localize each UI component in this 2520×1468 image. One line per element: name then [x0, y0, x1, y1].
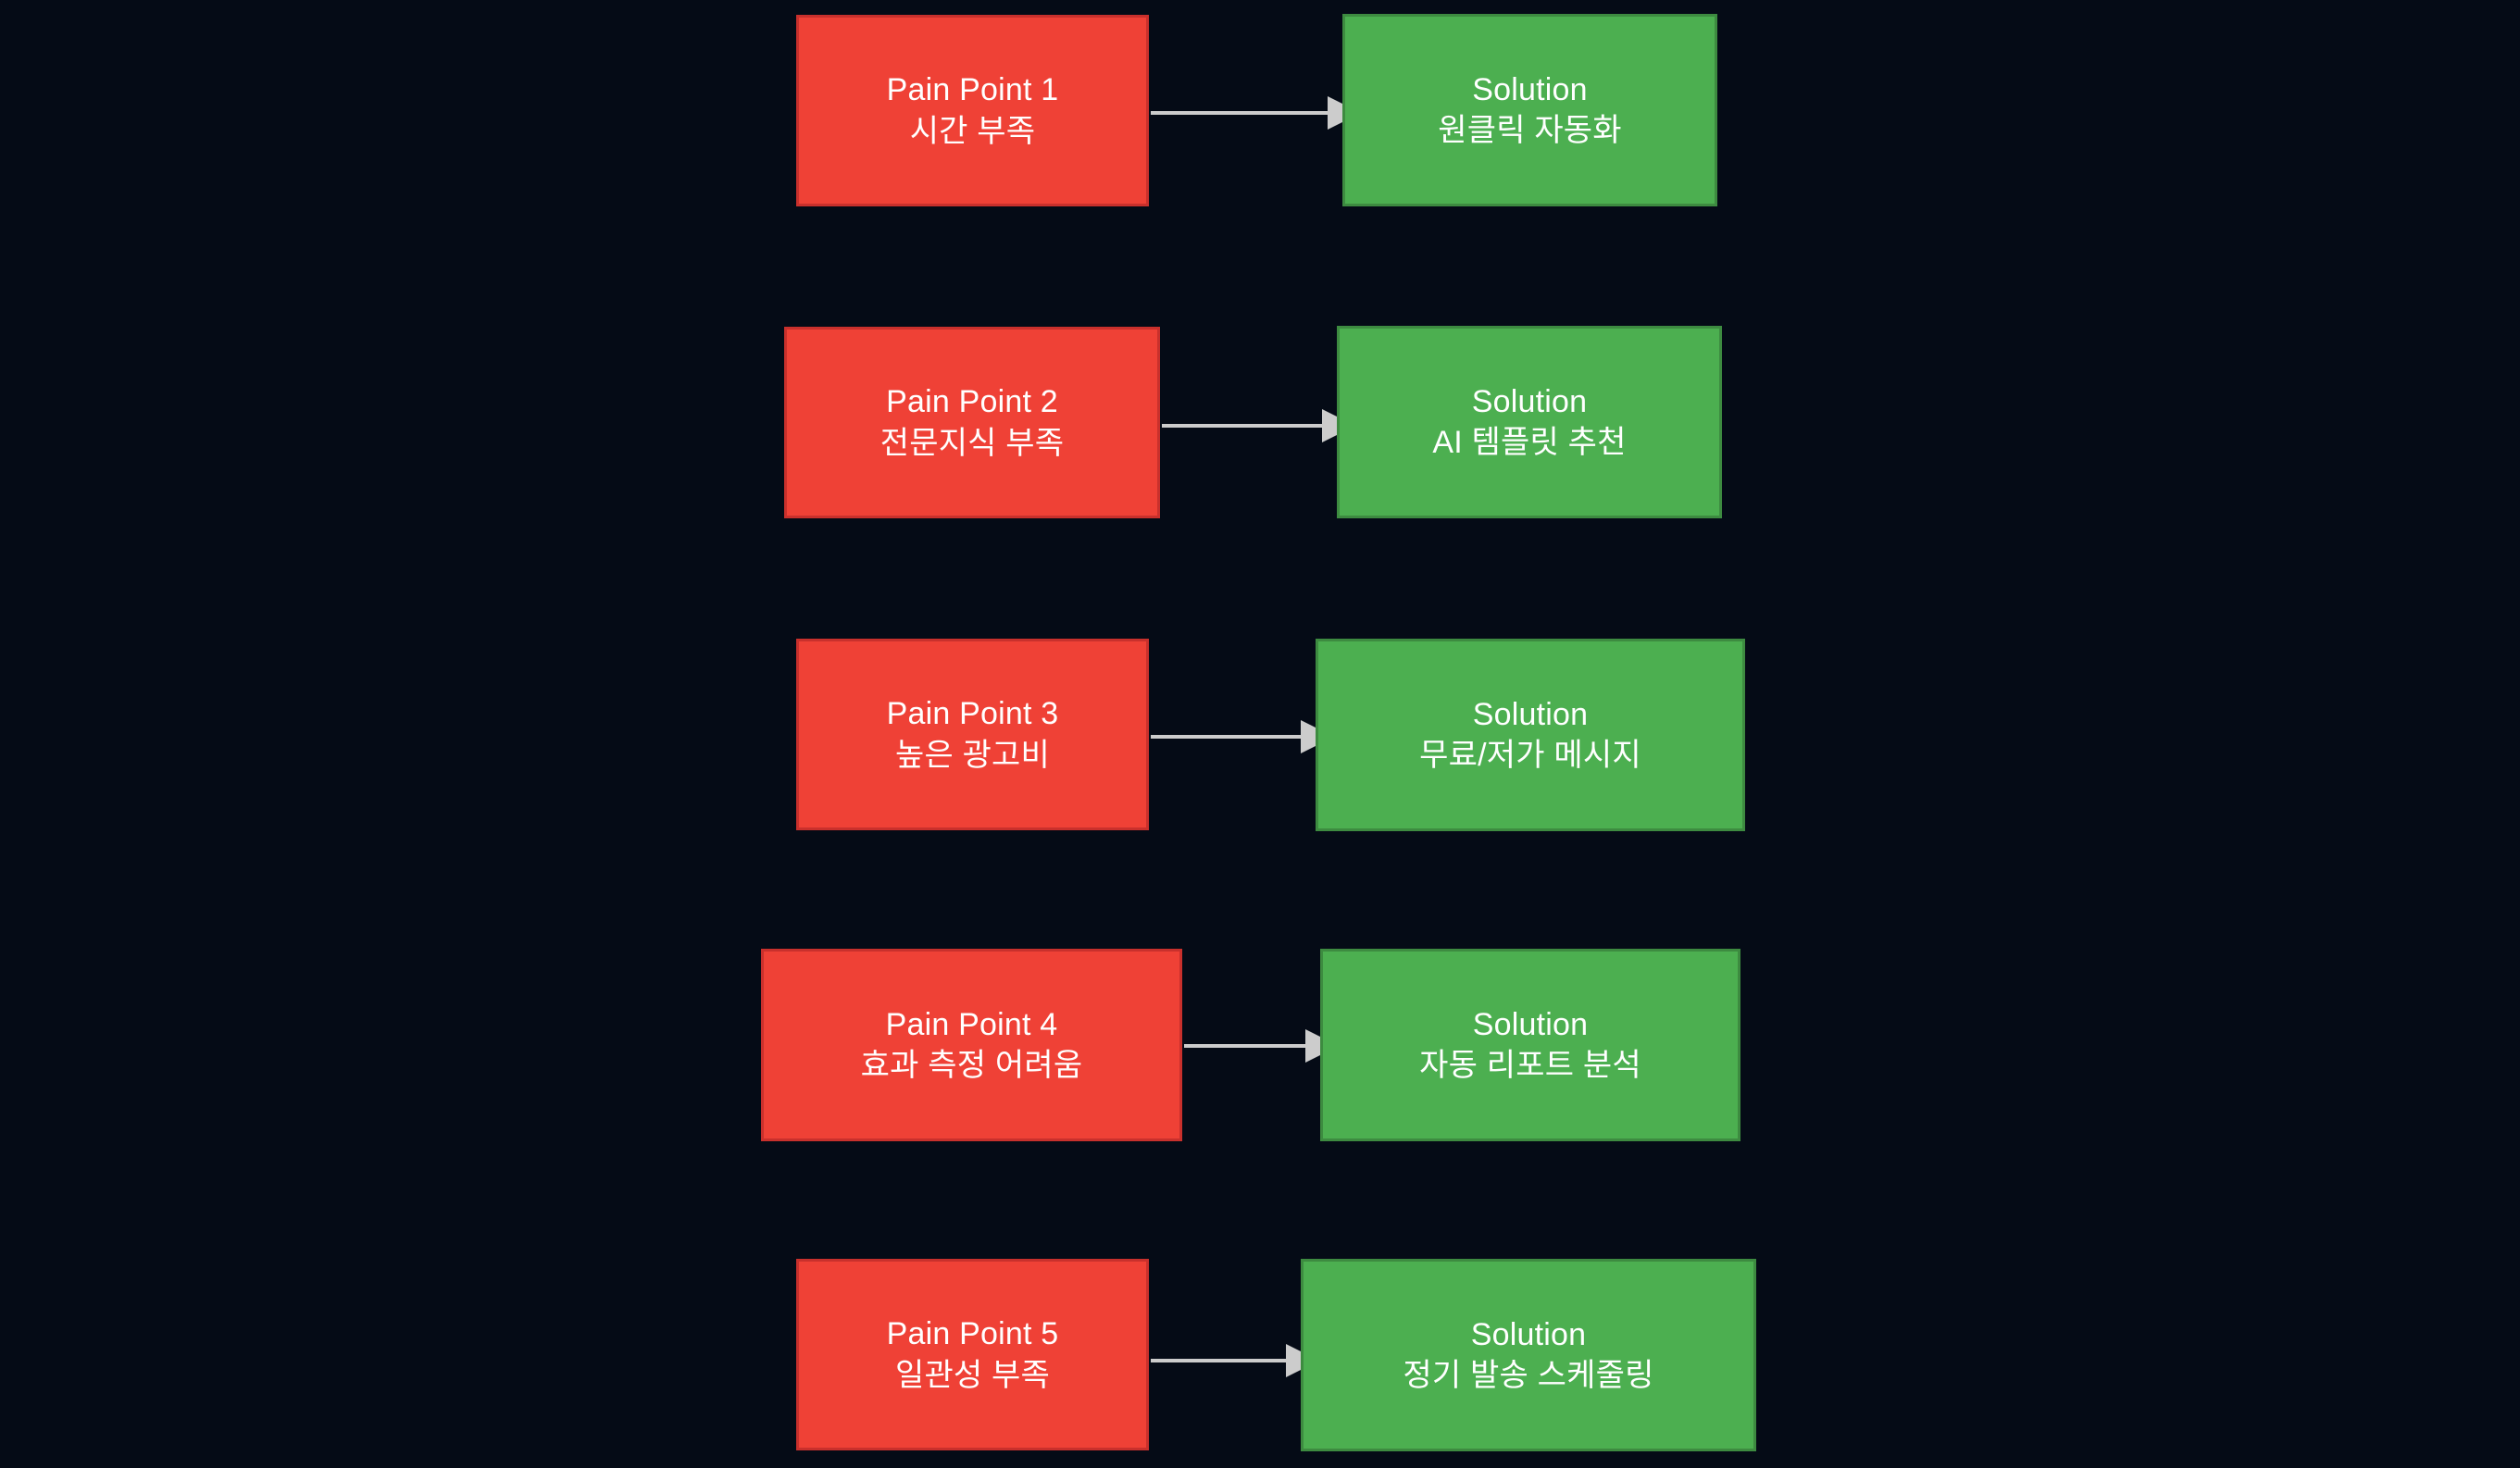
- solution-box-5[interactable]: Solution 정기 발송 스케줄링: [1301, 1259, 1756, 1451]
- pain-point-detail-2: 전문지식 부족: [880, 425, 1065, 461]
- pain-point-box-1[interactable]: Pain Point 1 시간 부족: [796, 15, 1149, 206]
- pain-point-box-5[interactable]: Pain Point 5 일관성 부족: [796, 1259, 1149, 1450]
- pain-point-box-3[interactable]: Pain Point 3 높은 광고비: [796, 639, 1149, 830]
- pain-point-title-2: Pain Point 2: [886, 384, 1058, 420]
- solution-title-4: Solution: [1472, 1006, 1589, 1042]
- pain-point-title-1: Pain Point 1: [886, 72, 1059, 108]
- pain-point-detail-1: 시간 부족: [909, 113, 1036, 149]
- pain-point-box-2[interactable]: Pain Point 2 전문지식 부족: [784, 327, 1160, 518]
- solution-title-1: Solution: [1472, 71, 1588, 107]
- solution-box-3[interactable]: Solution 무료/저가 메시지: [1316, 639, 1745, 831]
- solution-detail-2: AI 템플릿 추천: [1432, 425, 1627, 460]
- pain-point-title-4: Pain Point 4: [885, 1006, 1058, 1042]
- pain-point-box-4[interactable]: Pain Point 4 효과 측정 어려움: [761, 949, 1182, 1141]
- solution-box-1[interactable]: Solution 원클릭 자동화: [1342, 14, 1717, 206]
- solution-detail-4: 자동 리포트 분석: [1419, 1048, 1641, 1083]
- solution-title-3: Solution: [1472, 696, 1589, 732]
- solution-detail-5: 정기 발송 스케줄링: [1403, 1358, 1654, 1393]
- solution-box-4[interactable]: Solution 자동 리포트 분석: [1320, 949, 1740, 1141]
- solution-title-5: Solution: [1470, 1316, 1587, 1352]
- pain-point-detail-3: 높은 광고비: [894, 737, 1051, 773]
- pain-point-detail-5: 일관성 부족: [894, 1357, 1051, 1393]
- solution-detail-1: 원클릭 자동화: [1438, 113, 1622, 148]
- solution-title-2: Solution: [1471, 383, 1588, 419]
- pain-point-detail-4: 효과 측정 어려움: [860, 1048, 1083, 1083]
- solution-box-2[interactable]: Solution AI 템플릿 추천: [1337, 326, 1722, 518]
- pain-point-title-5: Pain Point 5: [886, 1316, 1059, 1352]
- pain-point-title-3: Pain Point 3: [886, 696, 1059, 732]
- solution-detail-3: 무료/저가 메시지: [1419, 738, 1641, 773]
